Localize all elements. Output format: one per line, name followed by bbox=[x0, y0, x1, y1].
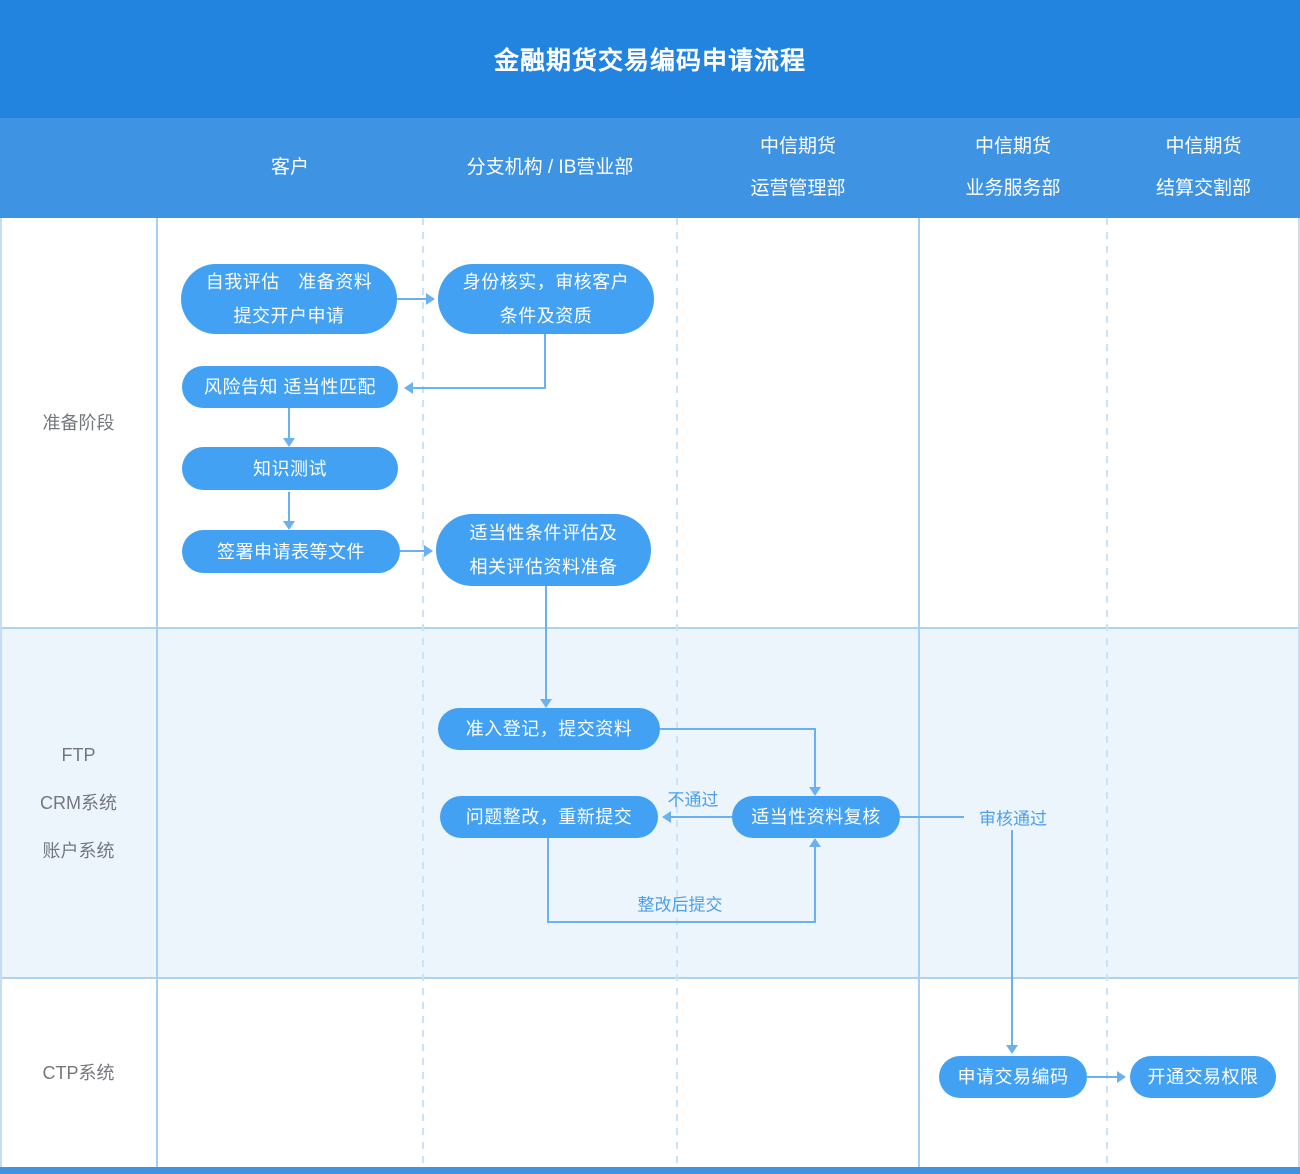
flowchart-body: 准备阶段 FTP CRM系统 账户系统 CTP系统 自我评估 准备资料 提交开户… bbox=[0, 218, 1300, 1167]
row-label-ctp: CTP系统 bbox=[42, 1062, 115, 1083]
node-suitability-eval: 适当性条件评估及 相关评估资料准备 bbox=[436, 514, 651, 586]
node-sign-application: 签署申请表等文件 bbox=[182, 530, 400, 573]
row-label-ftp-crm-account: FTP CRM系统 账户系统 bbox=[40, 745, 117, 861]
row-divider-1 bbox=[0, 627, 1300, 629]
section-ctp-bg bbox=[0, 978, 1300, 1167]
column-header-branch: 分支机构 / IB营业部 bbox=[466, 157, 634, 178]
column-divider-4 bbox=[1106, 218, 1108, 1167]
arrow-sign-suitability bbox=[400, 550, 424, 552]
node-self-assessment: 自我评估 准备资料 提交开户申请 bbox=[181, 264, 397, 334]
column-divider-2 bbox=[676, 218, 678, 1167]
node-rectify-resubmit: 问题整改，重新提交 bbox=[440, 796, 658, 838]
arrow-identity-risk-h bbox=[413, 387, 546, 389]
node-apply-trade-code: 申请交易编码 bbox=[939, 1056, 1087, 1098]
column-divider-3 bbox=[918, 218, 920, 1167]
node-identity-check: 身份核实，审核客户 条件及资质 bbox=[438, 264, 654, 334]
arrow-rectify-loop-v2 bbox=[814, 847, 816, 923]
arrow-knowledge-sign bbox=[288, 492, 290, 521]
arrowhead-identity-risk bbox=[404, 382, 413, 394]
arrow-identity-risk-v bbox=[544, 334, 546, 388]
arrow-entry-review-v bbox=[814, 728, 816, 787]
arrowhead-suitability-entry bbox=[540, 699, 552, 708]
arrowhead-apply-enable bbox=[1117, 1071, 1126, 1083]
arrow-review-rectify bbox=[671, 816, 732, 818]
node-knowledge-test: 知识测试 bbox=[182, 447, 398, 490]
arrowhead-sign-suitability bbox=[424, 545, 433, 557]
arrow-apply-enable bbox=[1087, 1076, 1117, 1078]
arrow-rectify-loop-h bbox=[547, 921, 816, 923]
column-header-service: 中信期货 业务服务部 bbox=[965, 136, 1061, 199]
arrow-rectify-loop-v1 bbox=[547, 838, 549, 923]
node-material-review: 适当性资料复核 bbox=[732, 796, 900, 838]
column-header-customer: 客户 bbox=[270, 157, 309, 178]
edge-label-fail: 不通过 bbox=[667, 790, 719, 810]
row-divider-2 bbox=[0, 977, 1300, 979]
right-edge-line bbox=[1298, 218, 1300, 1167]
arrow-entry-review-h bbox=[660, 728, 816, 730]
arrowhead-entry-review bbox=[809, 787, 821, 796]
arrowhead-review-rectify bbox=[662, 811, 671, 823]
column-header-settlement: 中信期货 结算交割部 bbox=[1155, 136, 1251, 199]
column-divider-labels bbox=[156, 218, 158, 1167]
node-entry-register: 准入登记，提交资料 bbox=[438, 708, 660, 750]
node-enable-trade-auth: 开通交易权限 bbox=[1130, 1056, 1276, 1098]
row-label-preparation: 准备阶段 bbox=[42, 413, 115, 433]
edge-label-approved: 审核通过 bbox=[979, 809, 1047, 829]
arrowhead-selfassess-identity bbox=[426, 293, 435, 305]
arrowhead-rectify-loop bbox=[809, 838, 821, 847]
edge-label-resubmit: 整改后提交 bbox=[637, 895, 723, 915]
arrow-review-approved-h bbox=[900, 816, 964, 818]
arrow-risk-knowledge bbox=[288, 408, 290, 438]
arrow-approved-apply-v bbox=[1011, 830, 1013, 1045]
column-header-operations: 中信期货 运营管理部 bbox=[750, 136, 846, 199]
title-bar: 金融期货交易编码申请流程 bbox=[0, 0, 1300, 118]
column-divider-1 bbox=[422, 218, 424, 1167]
bottom-accent-bar bbox=[0, 1167, 1300, 1174]
node-risk-disclosure: 风险告知 适当性匹配 bbox=[182, 366, 398, 408]
page-title: 金融期货交易编码申请流程 bbox=[493, 47, 806, 75]
arrowhead-risk-knowledge bbox=[283, 438, 295, 447]
left-edge-line bbox=[0, 218, 2, 1167]
arrow-suitability-entry bbox=[545, 586, 547, 699]
swimlane-header-row: 客户 分支机构 / IB营业部 中信期货 运营管理部 中信期货 业务服务部 中信… bbox=[0, 118, 1300, 218]
arrow-selfassess-identity bbox=[397, 298, 426, 300]
arrowhead-knowledge-sign bbox=[283, 521, 295, 530]
arrowhead-approved-apply bbox=[1006, 1045, 1018, 1054]
